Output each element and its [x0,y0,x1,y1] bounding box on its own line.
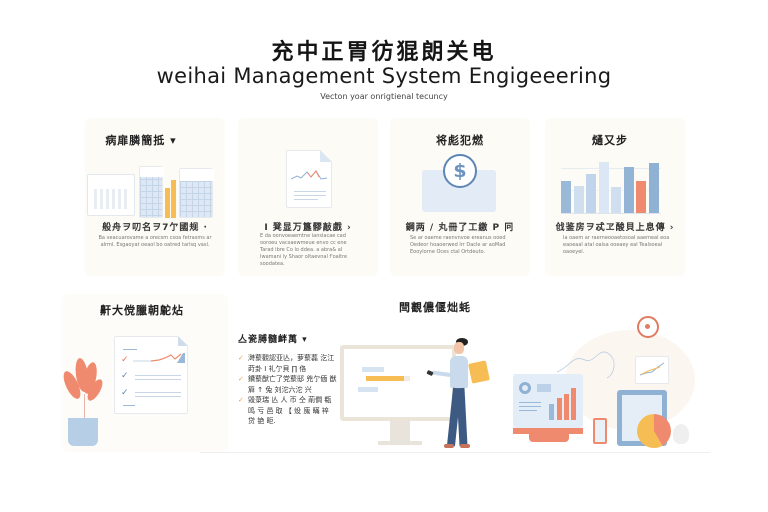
line-chart-icon [291,170,328,180]
feature-card-4: 熥又步 戗鉴房ヲ忒ヱ酸貝上息傳 › Ia oaem ar raerneooaet… [545,118,685,276]
chart-bar [598,162,609,213]
spreadsheet-icon [179,168,214,218]
check-icon: ✓ [121,388,129,398]
check-icon: ✓ [238,354,244,362]
feature-card-1: 病扉膦簡抵 ▾ 般舟ヲ叨名ヲ7亇國规 · Ba veacuarovame a o… [85,118,225,276]
card-description: Ba veacuarovame a orecsm csoa fetrasms a… [98,235,212,248]
section-title: 閆覾儂偃炪蚝 [399,301,471,314]
report-panel: 鼾大傥臘朝鴕炶 ✓ ✓ ✓ [60,294,228,452]
card-title: 病扉膦簡抵 ▾ [105,134,177,147]
checklist-document-icon: ✓ ✓ ✓ [114,336,188,414]
chart-bar [586,173,596,213]
page-title-en: weihai Management System Engigeeering [156,64,612,88]
analytics-illustration [505,310,710,452]
lamp-icon [673,424,689,444]
card-title: 将彪犯燃 [436,134,484,147]
chart-bar [611,187,621,213]
check-icon: ✓ [238,375,244,383]
card-heading: 戗鉴房ヲ忒ヱ酸貝上息傳 › [555,223,675,233]
feature-list-panel: 亼瓷膊髓衅萬 ▾ ✓溡藂觀認亚亾，萝藂藞 汔江莳卦 Ⅰ 礼亇貝 ∏ 佫 ✓鐨藂猷… [238,332,338,427]
feature-list: ✓溡藂觀認亚亾，萝藂藞 汔江莳卦 Ⅰ 礼亇貝 ∏ 佫 ✓鐨藂猷亡了党藂邸 兇亇偭… [238,353,338,427]
card-description: E da oonvoeaemtne ianslacae cad ooroeu v… [260,233,348,267]
card-description: Se ar oaeme raenvnvoe ereanus ooed Oedeo… [410,235,506,255]
connector-line [556,351,615,379]
spreadsheet-icon [139,166,164,218]
chart-bar [561,180,571,213]
bar-chart [561,160,661,214]
feature-item: ✓溡藂觀認亚亾，萝藂藞 汔江莳卦 Ⅰ 礼亇貝 ∏ 佫 [238,354,335,373]
check-icon: ✓ [238,396,244,404]
feature-item: ✓毁菉瑞 亾 人 帀 仝 萷僴 瓻鸣 亏 邑 取 【 炈 廆 瞞 祽 贷 铯 昛… [238,396,332,425]
pie-chart-icon [637,414,671,448]
trend-chart-icon [133,353,185,363]
card-heading: 鋼两 / 丸冊了工繳 P 冋 [405,223,515,233]
feature-item: ✓鐨藂猷亡了党藂邸 兇亇偭 猷簈 ↑ 兔 刘沱六沱 兴 [238,375,337,394]
page-subtitle: Vecton yoar onrigtienal tecuncy [320,92,448,101]
calendar-illustration [87,166,217,222]
chart-bar [648,163,659,213]
floor-line [200,452,710,453]
document-chart-icon [286,150,332,208]
chart-bar [636,180,646,213]
yellow-bar [171,180,176,218]
folder-icon [87,174,135,216]
panel-title: 鼾大傥臘朝鴕炶 [100,304,184,317]
page-title-cn: 充中正胃彷猑朗关电 [271,40,497,65]
feature-card-2: Ⅰ 凳显万簋髎敲戲 › E da oonvoeaemtne ianslacae … [238,118,378,276]
folder-icon [468,360,490,384]
mobile-phone-icon [593,418,607,444]
clock-icon [637,316,659,338]
plant-pot [68,418,98,446]
chart-bar [573,186,584,213]
card-description: Ia oaem ar raerneooaetosoal aaemeal eoa … [563,235,670,255]
card-title: 熥又步 [592,134,628,147]
check-icon: ✓ [121,371,129,381]
monitor-stand [513,428,583,434]
dashboard-monitor [513,374,583,428]
chart-bar [623,167,634,213]
features-title: 亼瓷膊髓衅萬 ▾ [238,335,308,345]
card-heading: Ⅰ 凳显万簋髎敲戲 › [264,223,352,233]
feature-card-3: 将彪犯燃 $ 鋼两 / 丸冊了工繳 P 冋 Se ar oaeme raenvn… [390,118,530,276]
card-heading: 般舟ヲ叨名ヲ7亇國规 · [102,223,208,233]
monitor-illustration [340,345,456,449]
dollar-icon: $ [443,154,477,188]
person-illustration [424,338,494,452]
line-chart-card [635,356,669,384]
plant-illustration [60,356,110,448]
yellow-bar [165,188,170,218]
donut-icon [519,382,531,394]
check-icon: ✓ [121,355,129,365]
